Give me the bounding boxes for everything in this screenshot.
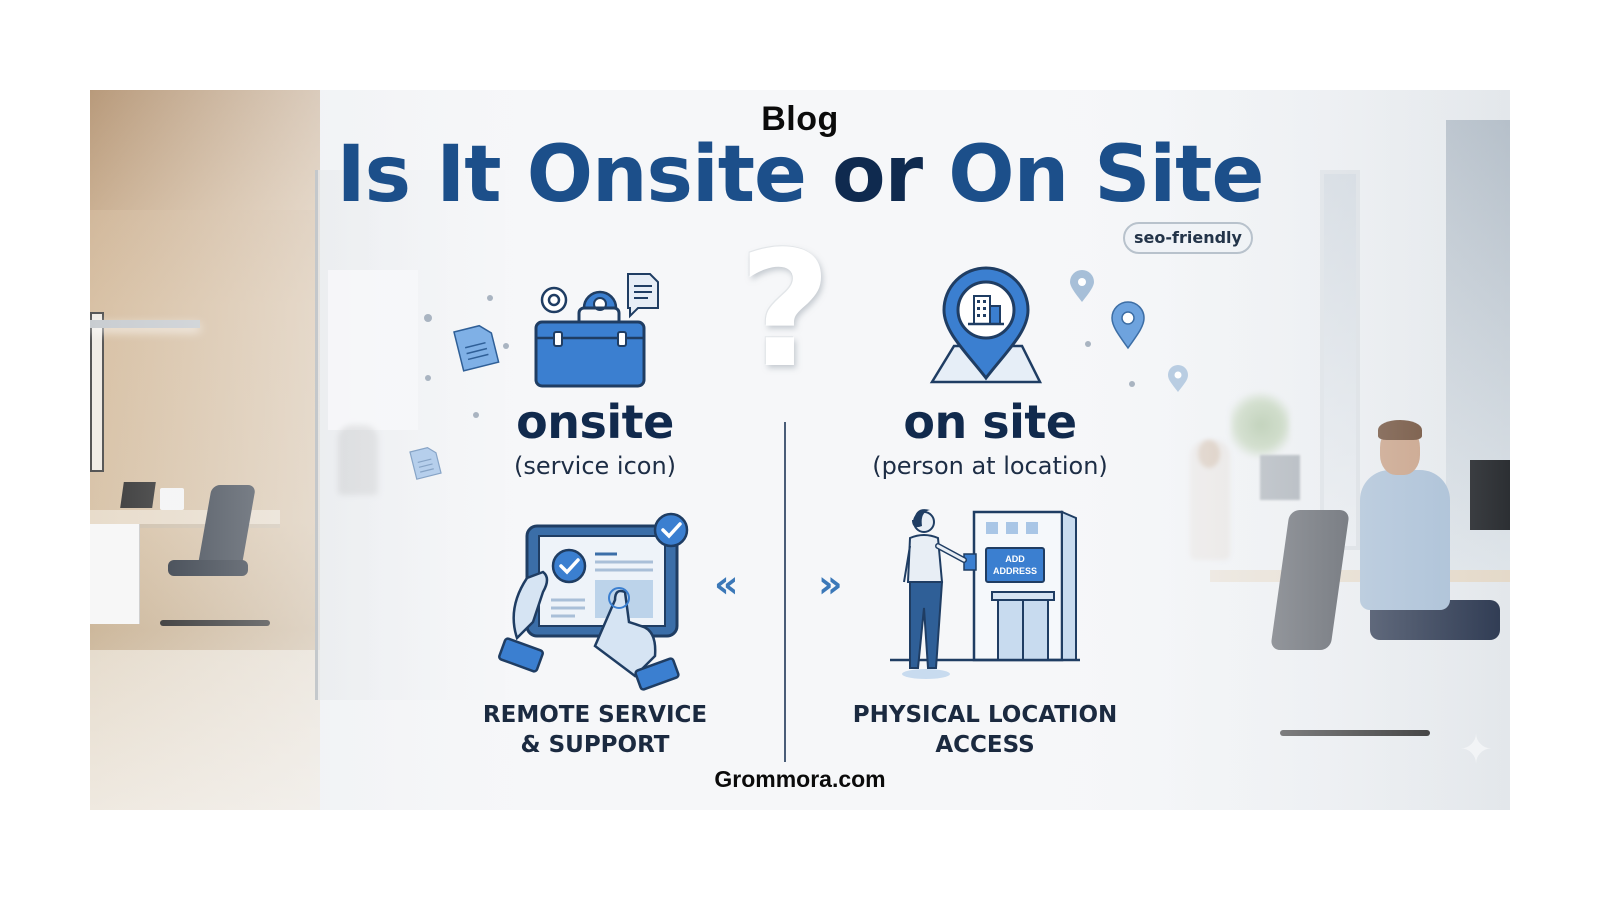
caption-line-1: REMOTE SERVICE xyxy=(482,702,708,728)
toolbox-gears-document-icon xyxy=(534,273,659,388)
onsite-heading: onsite xyxy=(516,395,674,449)
tablet-touch-checkmark-icon xyxy=(498,512,689,691)
sparkle-icon: ✦ xyxy=(1459,728,1493,772)
floating-documents-left xyxy=(409,295,509,480)
caption-line-2: ACCESS xyxy=(935,732,1035,758)
pendant-light xyxy=(90,320,200,328)
title-part-3: On Site xyxy=(948,130,1264,220)
page-title: Is It Onsite or On Site xyxy=(90,130,1510,220)
sign-line-2: ADDRESS xyxy=(993,566,1037,576)
plant xyxy=(1230,390,1290,460)
caption-line-1: PHYSICAL LOCATION xyxy=(852,702,1118,728)
remote-service-caption: REMOTE SERVICE & SUPPORT xyxy=(425,700,765,760)
chair-base xyxy=(1280,730,1430,736)
woman-head xyxy=(1198,440,1220,468)
blurred-window xyxy=(328,270,418,430)
monitor xyxy=(1260,455,1300,500)
title-part-1: Is It Onsite xyxy=(336,130,807,220)
caption-line-2: & SUPPORT xyxy=(520,732,670,758)
office-chair xyxy=(1270,510,1350,650)
map-pin-building-icon xyxy=(929,266,1043,384)
chair-base xyxy=(160,620,270,626)
hero-banner: ✦ Blog Is It Onsite or On Site seo-frien… xyxy=(90,90,1510,810)
wall-frame xyxy=(90,312,104,472)
drawer-cabinet xyxy=(90,524,140,624)
office-chair xyxy=(197,485,257,565)
site-watermark: Grommora.com xyxy=(714,766,886,792)
desk xyxy=(90,510,280,524)
right-chevron-icon: » xyxy=(818,562,843,606)
blurred-person xyxy=(338,425,378,495)
question-mark-icon: ? xyxy=(738,216,832,403)
center-divider xyxy=(784,422,786,762)
monitor xyxy=(1470,460,1510,530)
on-site-subheading: (person at location) xyxy=(872,452,1108,480)
plant-pot xyxy=(160,488,184,510)
man-hair xyxy=(1378,420,1422,440)
seo-friendly-badge: seo-friendly xyxy=(1123,222,1253,254)
chair-seat xyxy=(168,560,248,576)
laptop xyxy=(120,482,156,508)
man-at-desk xyxy=(1360,470,1450,610)
blog-label: Blog xyxy=(761,100,839,138)
physical-location-caption: PHYSICAL LOCATION ACCESS xyxy=(815,700,1155,760)
window xyxy=(1320,170,1360,550)
left-chevron-icon: « xyxy=(714,562,739,606)
sign-line-1: ADD xyxy=(1005,554,1025,564)
title-part-2: or xyxy=(832,130,923,220)
floating-map-pins xyxy=(1070,270,1188,392)
onsite-subheading: (service icon) xyxy=(513,452,677,480)
person-at-building-icon: ADD ADDRESS xyxy=(890,509,1080,679)
on-site-heading: on site xyxy=(903,395,1077,449)
